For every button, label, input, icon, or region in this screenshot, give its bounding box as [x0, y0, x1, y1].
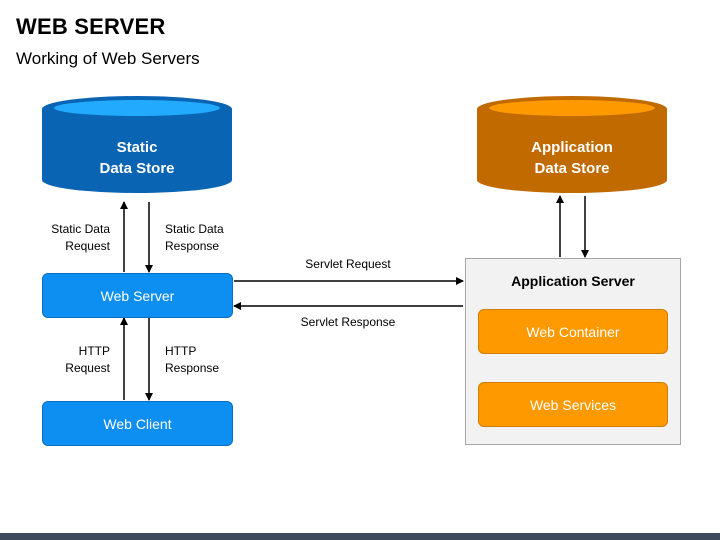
application-data-store-cylinder — [477, 96, 667, 193]
static-data-response-label: Static Data Response — [165, 221, 255, 255]
http-response-line1: HTTP — [165, 344, 197, 358]
web-client-label: Web Client — [103, 415, 172, 432]
application-server-title: Application Server — [511, 273, 635, 289]
web-container-box: Web Container — [478, 309, 668, 354]
web-container-label: Web Container — [526, 323, 620, 340]
http-request-line1: HTTP — [78, 344, 110, 358]
web-services-box: Web Services — [478, 382, 668, 427]
static-data-request-label: Static Data Request — [30, 221, 110, 255]
static-data-response-line2: Response — [165, 239, 220, 253]
static-data-response-line1: Static Data — [165, 222, 224, 236]
web-client-box: Web Client — [42, 401, 233, 446]
application-data-store-label: Application Data Store — [477, 137, 667, 179]
static-data-request-line1: Static Data — [51, 222, 110, 236]
footer-bar — [0, 533, 720, 540]
application-data-store-line1: Application — [531, 139, 613, 156]
static-data-store-line1: Static — [116, 139, 158, 156]
static-data-store-line2: Data Store — [99, 160, 175, 177]
page-title: WEB SERVER — [16, 14, 166, 39]
web-services-label: Web Services — [529, 396, 617, 413]
http-request-label: HTTP Request — [30, 343, 110, 377]
http-response-label: HTTP Response — [165, 343, 255, 377]
application-data-store-line2: Data Store — [534, 160, 610, 177]
http-response-line2: Response — [165, 361, 220, 375]
static-data-store-cylinder — [42, 96, 232, 193]
page-subtitle: Working of Web Servers — [16, 49, 200, 68]
web-server-label: Web Server — [100, 287, 175, 304]
servlet-request-label: Servlet Request — [305, 257, 391, 271]
static-data-store-label: Static Data Store — [42, 137, 232, 179]
http-request-line2: Request — [65, 361, 110, 375]
servlet-response-label: Servlet Response — [300, 315, 396, 329]
static-data-request-line2: Request — [65, 239, 110, 253]
web-server-box: Web Server — [42, 273, 233, 318]
